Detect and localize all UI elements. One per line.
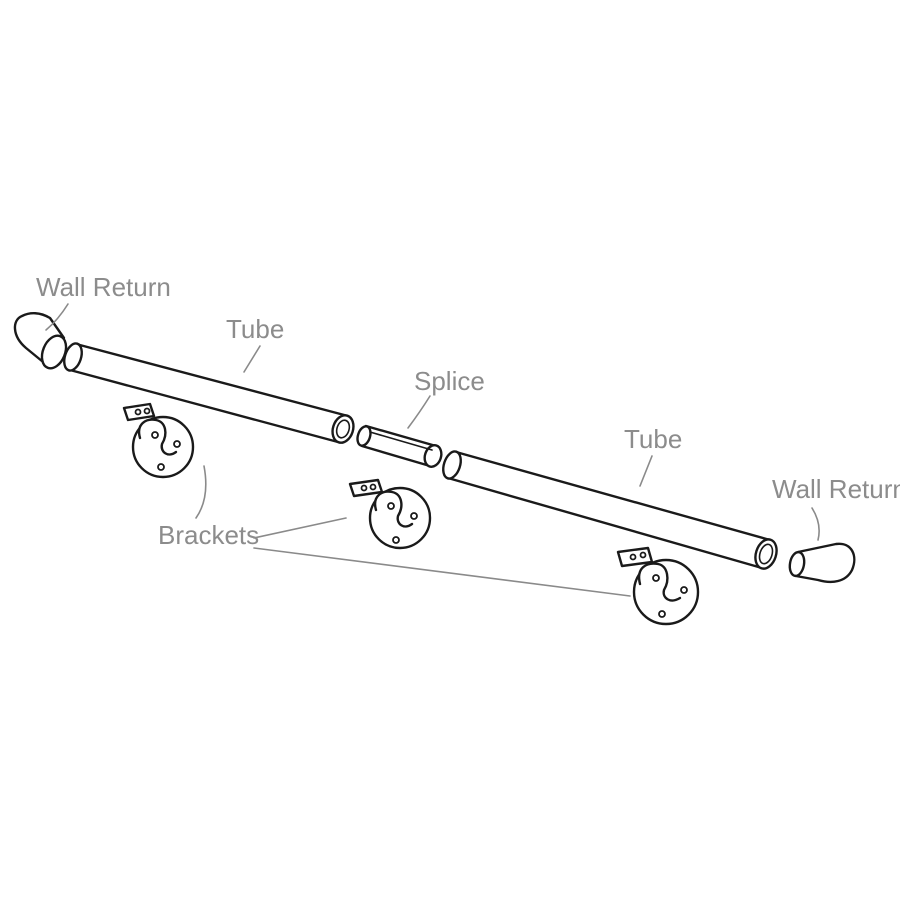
wall-return-left [13,312,68,370]
bracket-middle [348,478,432,550]
label-tube-right: Tube [624,424,682,454]
tube-right [442,450,778,570]
tube-left [63,342,355,444]
label-wall-return-right: Wall Return [772,474,900,504]
label-wall-return-left: Wall Return [36,272,171,302]
leader-splice [407,395,431,429]
label-splice: Splice [414,366,485,396]
leader-tube-left [243,345,261,373]
leader-wall-return-right [811,507,820,541]
bracket-left [122,402,195,479]
bracket-right [616,546,700,626]
leader-brackets-to-right [253,547,631,597]
wall-return-right [788,542,856,584]
label-brackets: Brackets [158,520,259,550]
label-tube-left: Tube [226,314,284,344]
leader-wall-return-left [45,303,69,331]
splice [356,424,443,468]
leader-brackets-to-left [195,465,207,519]
leader-brackets-to-middle [253,517,347,539]
leader-tube-right [639,455,653,487]
